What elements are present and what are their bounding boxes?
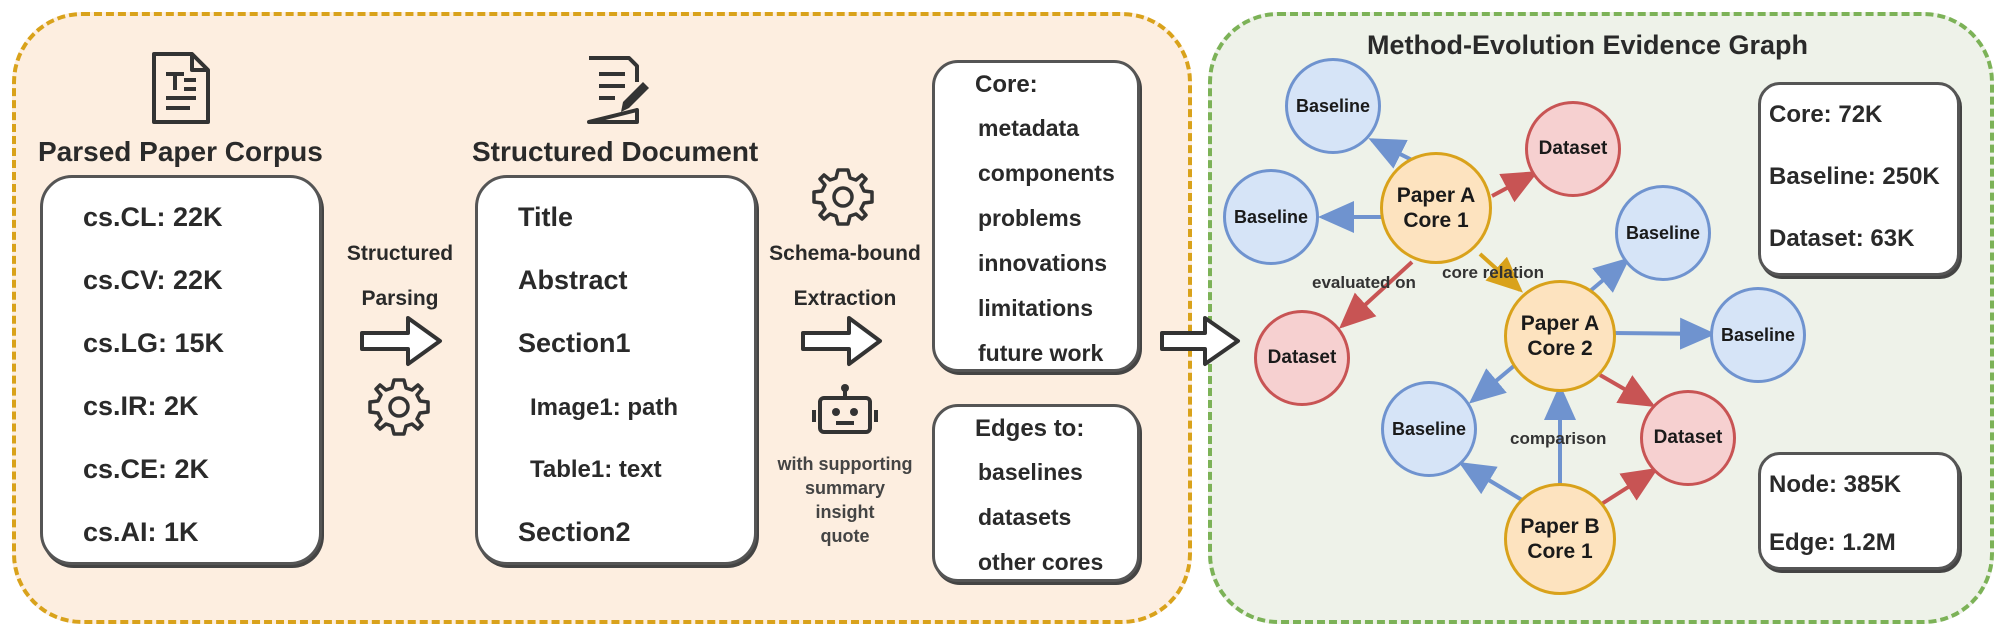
corpus-box: cs.CL: 22K cs.CV: 22K cs.LG: 15K cs.IR: … bbox=[40, 175, 322, 565]
note-line: with supporting bbox=[777, 454, 913, 474]
structured-title: Structured Document bbox=[472, 136, 759, 167]
node-label: Core 1 bbox=[1527, 540, 1593, 563]
core-field: metadata bbox=[978, 115, 1079, 141]
node-label: Paper A bbox=[1520, 312, 1600, 335]
core-field: innovations bbox=[978, 250, 1108, 276]
baseline-node: Baseline bbox=[1223, 169, 1319, 265]
extraction-arrow bbox=[801, 316, 882, 366]
graph-title: Method-Evolution Evidence Graph bbox=[1367, 30, 1809, 60]
edges-field: other cores bbox=[978, 549, 1104, 575]
structured-item-section1: Section1 bbox=[518, 328, 631, 358]
extraction-label-line1: Schema-bound bbox=[769, 242, 921, 265]
core-field: problems bbox=[978, 205, 1082, 231]
extraction-label-line2: Extraction bbox=[793, 287, 897, 310]
corpus-item: cs.CV: 22K bbox=[83, 265, 223, 295]
edges-field: datasets bbox=[978, 504, 1072, 530]
edge-label-evaluated-on: evaluated on bbox=[1312, 273, 1416, 292]
edge-label-comparison: comparison bbox=[1510, 429, 1607, 448]
corpus-item: cs.CE: 2K bbox=[83, 454, 210, 484]
node-label: Paper A bbox=[1396, 184, 1476, 207]
corpus-title: Parsed Paper Corpus bbox=[38, 136, 323, 167]
corpus-item: cs.AI: 1K bbox=[83, 517, 199, 547]
edges-field: baselines bbox=[978, 459, 1083, 485]
core-field: limitations bbox=[978, 295, 1094, 321]
baseline-node: Baseline bbox=[1285, 58, 1381, 154]
baseline-node: Baseline bbox=[1381, 381, 1477, 477]
core-field: future work bbox=[978, 340, 1104, 366]
note-line: quote bbox=[820, 526, 870, 546]
document-text-icon bbox=[152, 52, 210, 124]
core-field: components bbox=[978, 160, 1115, 186]
dataset-node: Dataset bbox=[1525, 101, 1621, 197]
edge-label-core-relation: core relation bbox=[1442, 263, 1545, 282]
stat-edge: Edge: 1.2M bbox=[1769, 529, 1896, 556]
baseline-node: Baseline bbox=[1710, 287, 1806, 383]
gear-icon bbox=[812, 168, 874, 226]
structured-item-abstract: Abstract bbox=[518, 265, 628, 295]
graph-arrow bbox=[1160, 316, 1240, 366]
parsing-arrow bbox=[360, 316, 442, 366]
structured-item-image: Image1: path bbox=[530, 394, 679, 421]
edges-heading: Edges to: bbox=[975, 415, 1085, 442]
document-edit-icon bbox=[587, 56, 649, 124]
structured-item-table: Table1: text bbox=[530, 456, 662, 483]
parsing-label-line1: Structured bbox=[346, 242, 454, 265]
dataset-node: Dataset bbox=[1254, 310, 1350, 406]
node-label: Core 2 bbox=[1527, 337, 1593, 360]
node-type-stats-box: Core: 72K Baseline: 250K Dataset: 63K bbox=[1758, 82, 1960, 276]
corpus-item: cs.CL: 22K bbox=[83, 202, 223, 232]
edges-fields-box: Edges to: baselines datasets other cores bbox=[932, 404, 1140, 582]
core-heading: Core: bbox=[975, 71, 1038, 98]
gear-icon bbox=[368, 378, 430, 436]
extraction-note: with supporting summary insight quote bbox=[765, 452, 925, 548]
note-line: summary bbox=[804, 478, 886, 498]
note-line: insight bbox=[815, 502, 875, 522]
core-fields-box: Core: metadata components problems innov… bbox=[932, 60, 1140, 372]
baseline-node: Baseline bbox=[1615, 185, 1711, 281]
stat-core: Core: 72K bbox=[1769, 101, 1883, 128]
graph-size-stats-box: Node: 385K Edge: 1.2M bbox=[1758, 452, 1960, 570]
robot-icon bbox=[812, 384, 878, 434]
stat-dataset: Dataset: 63K bbox=[1769, 225, 1915, 252]
structured-item-section2: Section2 bbox=[518, 517, 631, 547]
node-label: Core 1 bbox=[1403, 209, 1469, 232]
stat-node: Node: 385K bbox=[1769, 471, 1902, 498]
parsing-label-line2: Parsing bbox=[361, 287, 439, 310]
stat-baseline: Baseline: 250K bbox=[1769, 163, 1940, 190]
structured-box: Title Abstract Section1 Image1: path Tab… bbox=[475, 175, 757, 565]
node-label: Paper B bbox=[1520, 515, 1600, 538]
structured-item-title: Title bbox=[518, 202, 574, 232]
corpus-item: cs.LG: 15K bbox=[83, 328, 225, 358]
dataset-node: Dataset bbox=[1640, 390, 1736, 486]
corpus-item: cs.IR: 2K bbox=[83, 391, 199, 421]
